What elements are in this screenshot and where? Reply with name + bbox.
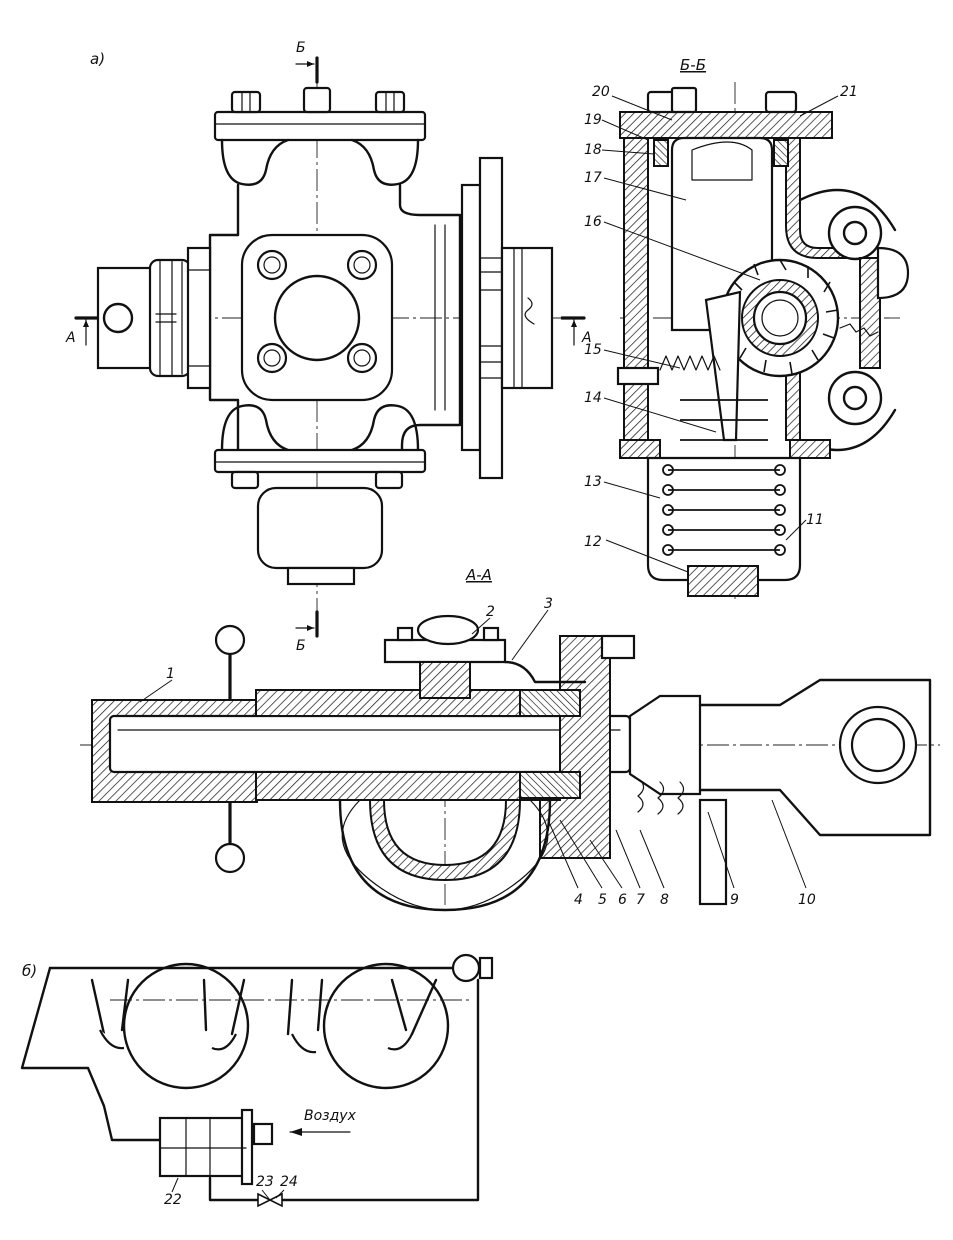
cover-bolts bbox=[256, 249, 378, 374]
callout-22: 22 bbox=[164, 1192, 182, 1208]
callout-18: 18 bbox=[584, 142, 602, 158]
callout-1: 1 bbox=[166, 666, 175, 682]
callout-4: 4 bbox=[574, 892, 583, 908]
callout-3: 3 bbox=[544, 596, 553, 612]
section-aa: А-А bbox=[80, 566, 940, 912]
callout-21: 21 bbox=[840, 84, 858, 100]
callout-12: 12 bbox=[584, 534, 602, 550]
callout-10: 10 bbox=[798, 892, 816, 908]
section-bb-title: Б-Б bbox=[680, 56, 706, 74]
callout-numbers: 1 2 3 4 5 6 7 8 9 10 11 12 13 14 15 16 1… bbox=[164, 84, 858, 1208]
callout-19: 19 bbox=[584, 112, 602, 128]
callout-23: 23 bbox=[256, 1174, 274, 1190]
pneumatic-scheme: б) Воздух bbox=[20, 953, 494, 1208]
section-bb: Б-Б bbox=[601, 56, 910, 600]
cut-letter-a-right: А bbox=[581, 330, 592, 346]
callout-17: 17 bbox=[584, 170, 602, 186]
callout-13: 13 bbox=[584, 474, 602, 490]
cut-letter-b-bottom: Б bbox=[296, 638, 306, 654]
view-b-tag: б) bbox=[22, 962, 37, 980]
callout-9: 9 bbox=[730, 892, 739, 908]
callout-8: 8 bbox=[660, 892, 669, 908]
callout-2: 2 bbox=[486, 604, 495, 620]
callout-6: 6 bbox=[618, 892, 627, 908]
callout-11: 11 bbox=[806, 512, 824, 528]
callout-20: 20 bbox=[592, 84, 610, 100]
callout-16: 16 bbox=[584, 214, 602, 230]
callout-15: 15 bbox=[584, 342, 602, 358]
view-a-tag: а) bbox=[90, 50, 105, 68]
cut-letter-b-top: Б bbox=[296, 40, 306, 56]
section-aa-title: А-А bbox=[465, 566, 492, 584]
air-label: Воздух bbox=[304, 1108, 357, 1124]
cut-letter-a-left: А bbox=[65, 330, 76, 346]
callout-24: 24 bbox=[280, 1174, 298, 1190]
callout-7: 7 bbox=[636, 892, 645, 908]
external-view: а) Б Б А А bbox=[65, 40, 592, 654]
coil-spring bbox=[662, 399, 786, 556]
callout-5: 5 bbox=[598, 892, 607, 908]
callout-14: 14 bbox=[584, 390, 602, 406]
